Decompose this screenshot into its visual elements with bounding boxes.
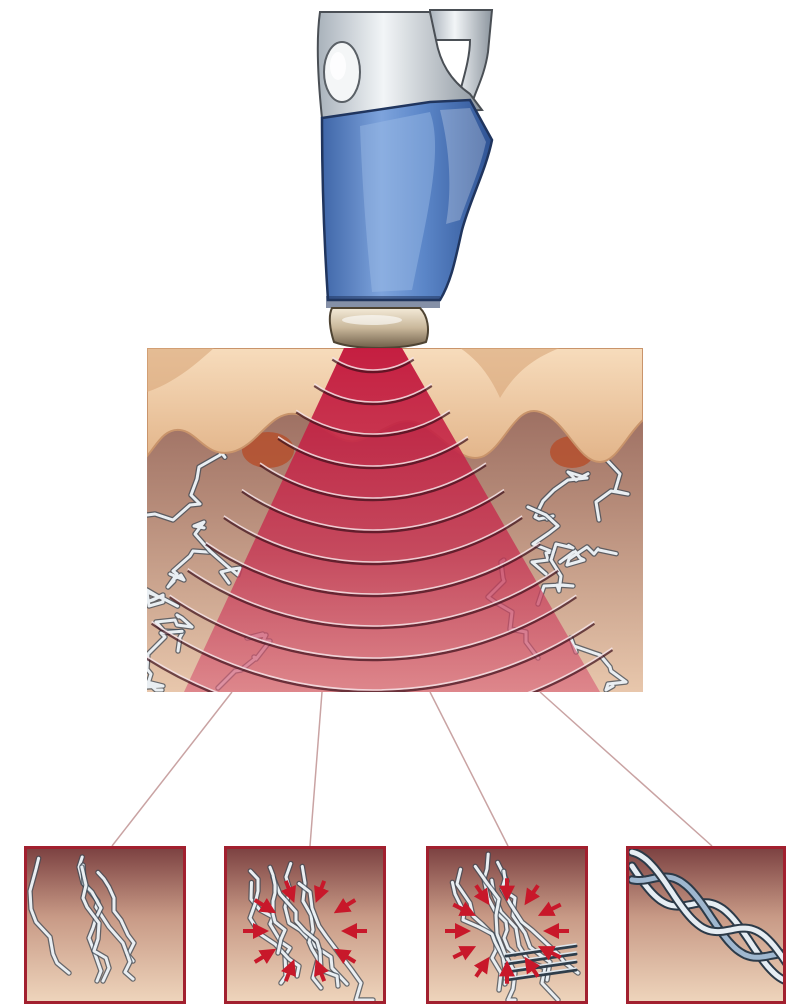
handheld-applicator-icon — [318, 10, 492, 348]
triple-helix-collagen-icon — [626, 846, 786, 1004]
connector-line — [310, 692, 322, 846]
heated-collagen-strands-icon — [224, 846, 386, 1004]
contracting-collagen-strands-icon — [426, 846, 588, 1004]
connector-lines — [112, 692, 712, 846]
stage-panel-3 — [426, 846, 588, 1004]
stage-panel-4 — [626, 846, 786, 1004]
connector-line — [540, 692, 712, 846]
connector-line — [112, 692, 232, 846]
connector-line — [430, 692, 508, 846]
stage-panel-2 — [224, 846, 386, 1004]
stage-panel-1 — [24, 846, 186, 1004]
loose-collagen-strands-icon — [24, 846, 186, 1004]
